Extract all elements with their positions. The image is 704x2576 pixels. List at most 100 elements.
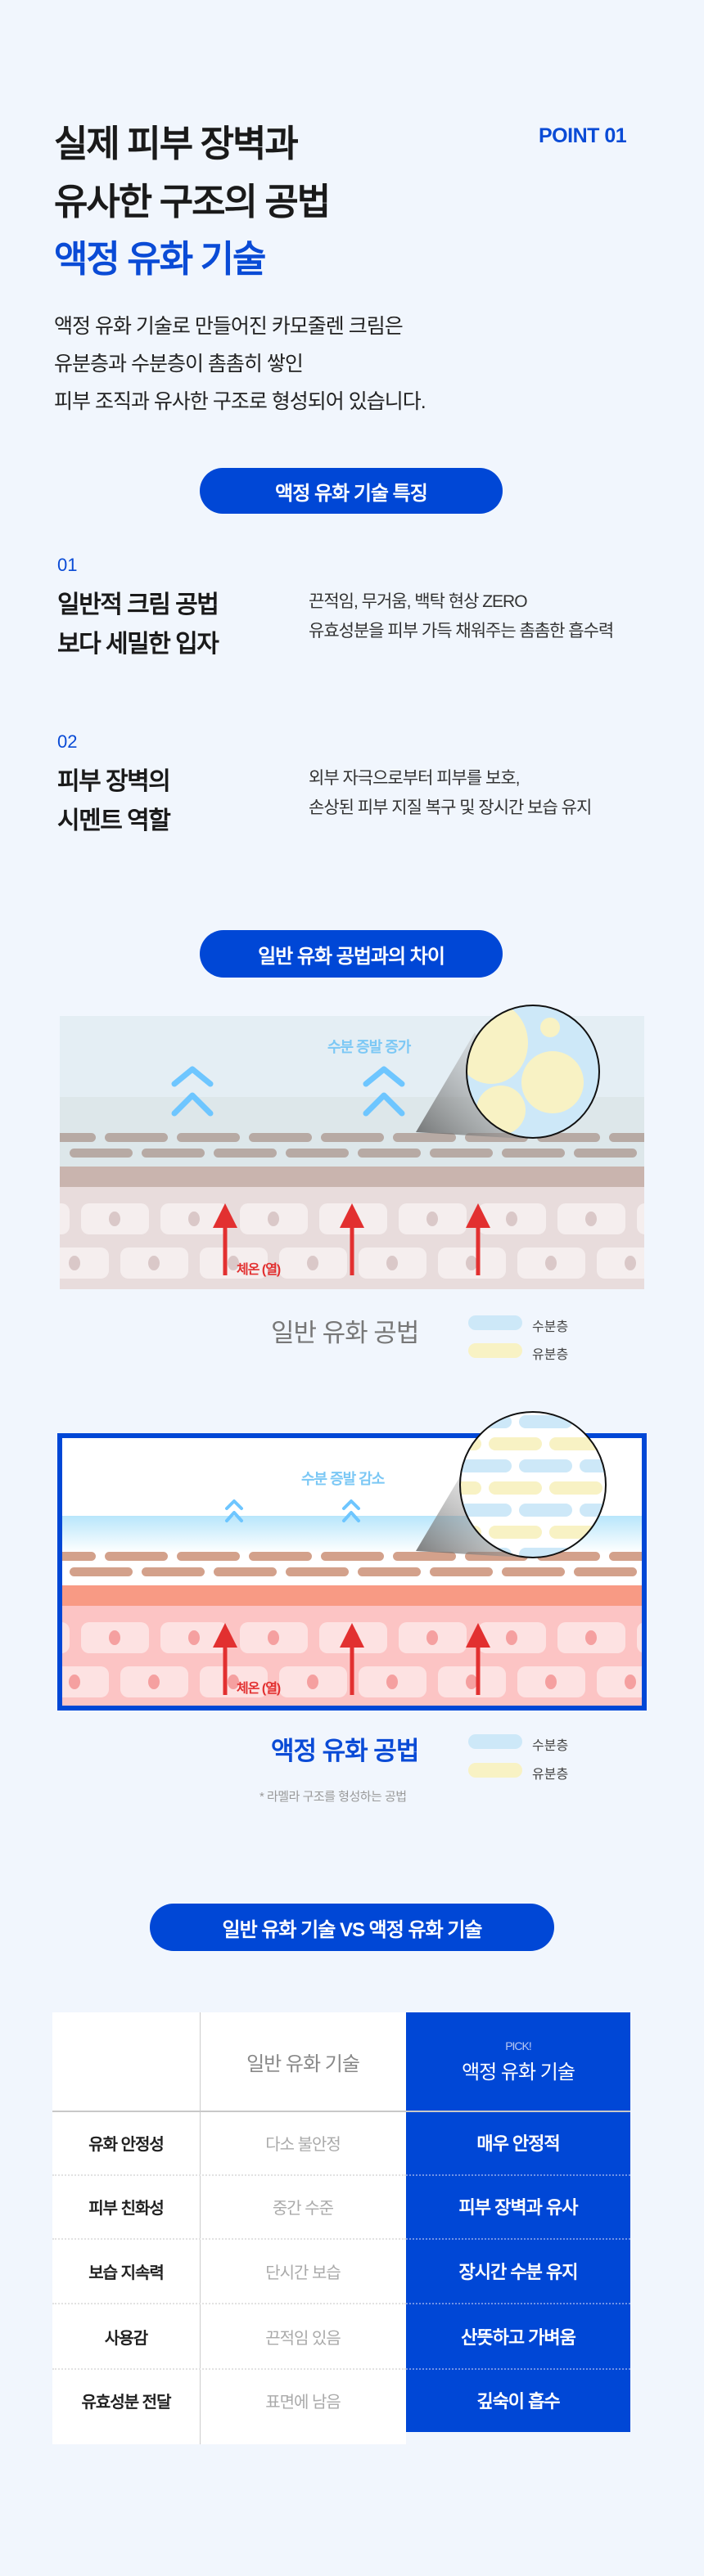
row-divider	[52, 2368, 406, 2370]
lipid-dash	[62, 1552, 96, 1561]
lipid-dash	[393, 1133, 456, 1142]
lipid-dash	[321, 1552, 384, 1561]
lipid-dash	[646, 1567, 704, 1576]
lipid-dash	[249, 1133, 312, 1142]
lipid-dash	[609, 1552, 642, 1561]
lipid-dash	[142, 1567, 205, 1576]
lipid-dash	[214, 1149, 277, 1158]
table-pill: 일반 유화 기술 VS 액정 유화 기술	[150, 1904, 554, 1951]
pick-badge: PICK!	[505, 2039, 532, 2052]
feature-desc-line: 끈적임, 무거움, 백탁 현상 ZERO	[309, 592, 528, 611]
title-line-2: 유사한 구조의 공법	[54, 181, 331, 223]
lipid-dash	[502, 1149, 565, 1158]
cell-nucleus	[268, 1212, 279, 1226]
skin-barrier-band	[62, 1585, 642, 1606]
lipid-dash	[574, 1567, 637, 1576]
row-divider	[406, 2368, 630, 2370]
cell-nucleus	[585, 1212, 597, 1226]
cell-nucleus	[386, 1256, 398, 1270]
legend-label: 수분층	[532, 1320, 569, 1334]
legend-swatch-oil	[468, 1763, 522, 1778]
evaporation-decrease-label: 수분 증발 감소	[301, 1471, 385, 1487]
lipid-dash	[177, 1552, 240, 1561]
row-divider	[52, 2174, 406, 2176]
skin-cell	[60, 1203, 70, 1234]
chevron-up-icon	[171, 1066, 214, 1117]
cell-nucleus	[466, 1675, 477, 1689]
features-pill: 액정 유화 기술 특징	[200, 468, 503, 514]
skin-cells	[29, 1622, 642, 1697]
oil-layer-bar	[489, 1437, 542, 1450]
lipid-dash	[286, 1149, 349, 1158]
feature-heading-line: 시멘트 역할	[57, 807, 171, 834]
cell-nucleus	[188, 1212, 200, 1226]
row-general-value: 다소 불안정	[265, 2135, 341, 2154]
skin-cell	[60, 1248, 109, 1279]
water-layer-bar	[519, 1504, 572, 1517]
skin-cell	[637, 1622, 642, 1653]
skin-cell	[597, 1666, 642, 1697]
chevron-up-icon	[342, 1499, 360, 1522]
lipid-dash	[249, 1552, 312, 1561]
water-layer-bar	[580, 1504, 606, 1517]
lipid-dash	[609, 1133, 644, 1142]
feature-number: 02	[57, 731, 78, 752]
cell-nucleus	[585, 1630, 597, 1645]
heat-label: 체온 (열)	[237, 1263, 281, 1277]
feature-heading-line: 일반적 크림 공법	[57, 591, 219, 618]
row-label: 보습 지속력	[88, 2264, 165, 2282]
lipid-dash	[430, 1567, 493, 1576]
skin-cell	[597, 1248, 644, 1279]
feature-desc-line: 손상된 피부 지질 복구 및 장시간 보습 유지	[309, 798, 592, 817]
lipid-dash	[646, 1149, 704, 1158]
row-label: 사용감	[104, 2329, 148, 2348]
description: 액정 유화 기술로 만들어진 카모줄렌 크림은 유분층과 수분층이 촘촘히 쌓인…	[54, 308, 426, 420]
cell-nucleus	[426, 1630, 438, 1645]
oil-layer-bar	[489, 1481, 542, 1495]
cell-nucleus	[625, 1675, 636, 1689]
feature-desc-line: 유효성분을 피부 가득 채워주는 촘촘한 흡수력	[309, 622, 614, 641]
water-layer-bar	[460, 1415, 512, 1428]
row-label: 유효성분 전달	[81, 2393, 172, 2412]
row-divider	[406, 2174, 630, 2176]
legend-label: 유분층	[532, 1348, 569, 1362]
magnifier-ring	[466, 1005, 600, 1139]
row-liquid-value: 매우 안정적	[476, 2133, 560, 2154]
heat-label: 체온 (열)	[237, 1682, 281, 1696]
cell-nucleus	[307, 1256, 318, 1270]
cell-nucleus	[69, 1256, 80, 1270]
cell-nucleus	[29, 1212, 41, 1226]
general-caption: 일반 유화 공법	[271, 1319, 419, 1347]
row-divider	[406, 2303, 630, 2304]
cell-nucleus	[466, 1256, 477, 1270]
feature-desc: 끈적임, 무거움, 백탁 현상 ZERO 유효성분을 피부 가득 채워주는 촘촘…	[309, 587, 614, 646]
title-line-1: 실제 피부 장벽과	[54, 123, 299, 164]
row-label: 피부 친화성	[88, 2199, 165, 2218]
cell-nucleus	[268, 1630, 279, 1645]
cell-nucleus	[506, 1630, 517, 1645]
feature-heading-line: 보다 세밀한 입자	[57, 631, 219, 658]
oil-layer-bar	[549, 1481, 602, 1495]
row-general-value: 표면에 남음	[265, 2393, 341, 2412]
water-layer-bar	[460, 1459, 512, 1472]
cell-nucleus	[228, 1256, 239, 1270]
header-liquid: PICK! 액정 유화 기술	[406, 2012, 630, 2111]
cell-nucleus	[545, 1256, 557, 1270]
header-liquid-label: 액정 유화 기술	[462, 2061, 575, 2084]
cell-nucleus	[109, 1212, 120, 1226]
legend-swatch-water	[468, 1315, 522, 1330]
row-general-value: 단시간 보습	[265, 2264, 341, 2282]
cell-nucleus	[625, 1256, 636, 1270]
column-divider	[200, 2012, 201, 2444]
row-general-value: 중간 수준	[272, 2199, 334, 2218]
skin-barrier-band	[60, 1167, 644, 1187]
skin-cell	[62, 1666, 109, 1697]
cell-nucleus	[386, 1675, 398, 1689]
cell-nucleus	[228, 1675, 239, 1689]
cell-nucleus	[29, 1630, 41, 1645]
lipid-dash	[214, 1567, 277, 1576]
row-divider	[406, 2238, 630, 2240]
legend-label: 유분층	[532, 1768, 569, 1782]
evaporation-arrows-general	[171, 1066, 405, 1117]
